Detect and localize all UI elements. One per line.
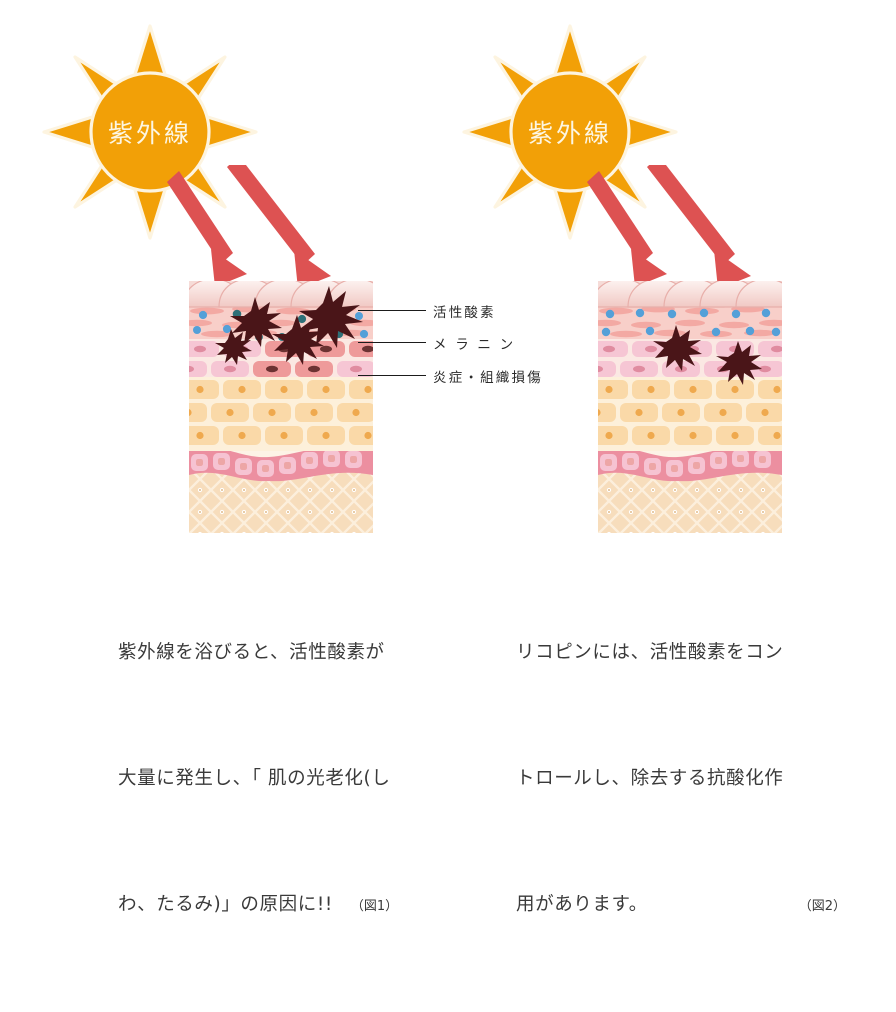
sun-icon-figure-1: 紫外線 [40,22,260,242]
caption-figure-1-line-3: わ、たるみ)」の原因に!! [118,894,333,915]
leader-line-melanin [358,342,426,344]
figure-2-reference: （図2） [798,899,846,914]
caption-figure-2: リコピンには、活性酸素をコン トロールし、除去する抗酸化作 用があります。 （図… [516,548,846,1012]
caption-figure-1: 紫外線を浴びると、活性酸素が 大量に発生し、「 肌の光老化(し わ、たるみ)」の… [118,548,428,1012]
leader-line-inflammation-tissue-damage [358,375,426,377]
caption-figure-2-line-1: リコピンには、活性酸素をコン [516,642,784,663]
figure-1-reference: （図1） [350,899,399,914]
skin-cross-section-figure-2 [598,281,782,533]
caption-figure-1-line-1: 紫外線を浴びると、活性酸素が [118,642,385,663]
figure-2-panel: 紫外線 [448,0,896,915]
caption-figure-1-line-2: 大量に発生し、「 肌の光老化(し [118,768,391,789]
caption-figure-2-line-2: トロールし、除去する抗酸化作 [516,768,784,789]
leader-line-reactive-oxygen-species [358,310,426,312]
caption-figure-2-line-3: 用があります。 [516,894,648,915]
illustration-canvas: 紫外線 [0,0,896,915]
annotation-labels-figure-1: 活性酸素 メ ラ ニ ン 炎症・組織損傷 [0,0,541,698]
uv-arrows-figure-2 [575,165,775,310]
figure-1-panel: 紫外線 [0,0,541,915]
label-melanin: メ ラ ニ ン [433,337,516,353]
skin-cross-section-figure-1 [189,281,373,533]
label-reactive-oxygen-species: 活性酸素 [433,305,496,321]
label-inflammation-tissue-damage: 炎症・組織損傷 [433,370,543,386]
uv-arrows-figure-1 [155,165,355,310]
